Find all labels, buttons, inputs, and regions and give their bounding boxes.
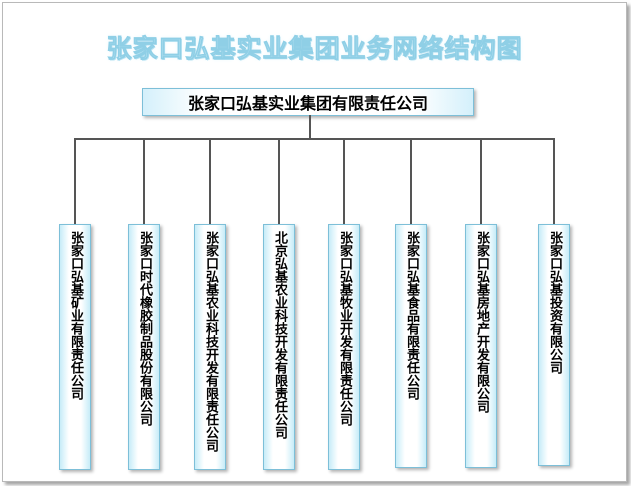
- child-company-node-2: 张家口时代橡胶制品股份有限公司: [128, 224, 160, 470]
- child-company-node-3: 张家口弘基农业科技开发有限责任公司: [194, 224, 226, 470]
- child-company-label-6: 张家口弘基食品有限责任公司: [404, 231, 419, 400]
- branch-line-4: [278, 138, 280, 224]
- branch-line-7: [480, 138, 482, 224]
- child-company-node-6: 张家口弘基食品有限责任公司: [395, 224, 427, 468]
- branch-line-5: [343, 138, 345, 224]
- branch-line-8: [553, 138, 555, 224]
- diagram-frame: 张家口弘基实业集团业务网络结构图 张家口弘基实业集团有限责任公司 张家口弘基矿业…: [2, 2, 627, 482]
- root-company-node: 张家口弘基实业集团有限责任公司: [142, 88, 474, 116]
- branch-line-6: [410, 138, 412, 224]
- child-company-label-1: 张家口弘基矿业有限责任公司: [68, 231, 83, 400]
- branch-line-2: [143, 138, 145, 224]
- diagram-title: 张家口弘基实业集团业务网络结构图: [106, 34, 523, 64]
- child-company-label-7: 张家口弘基房地产开发有限公司: [474, 231, 489, 413]
- child-company-node-8: 张家口弘基投资有限公司: [538, 224, 570, 466]
- horizontal-connector-line: [74, 138, 555, 140]
- branch-line-3: [209, 138, 211, 224]
- child-company-label-2: 张家口时代橡胶制品股份有限公司: [137, 231, 152, 426]
- child-company-label-8: 张家口弘基投资有限公司: [547, 231, 562, 374]
- child-company-node-1: 张家口弘基矿业有限责任公司: [59, 224, 91, 470]
- child-company-node-5: 张家口弘基牧业开发有限责任公司: [328, 224, 360, 470]
- child-company-label-5: 张家口弘基牧业开发有限责任公司: [337, 231, 352, 426]
- branch-line-1: [74, 138, 76, 224]
- child-company-node-7: 张家口弘基房地产开发有限公司: [465, 224, 497, 468]
- root-company-label: 张家口弘基实业集团有限责任公司: [187, 94, 428, 113]
- child-company-label-3: 张家口弘基农业科技开发有限责任公司: [203, 231, 218, 452]
- child-company-node-4: 北京弘基农业科技开发有限责任公司: [263, 224, 295, 470]
- root-stem-line: [309, 115, 311, 139]
- child-company-label-4: 北京弘基农业科技开发有限责任公司: [272, 231, 287, 439]
